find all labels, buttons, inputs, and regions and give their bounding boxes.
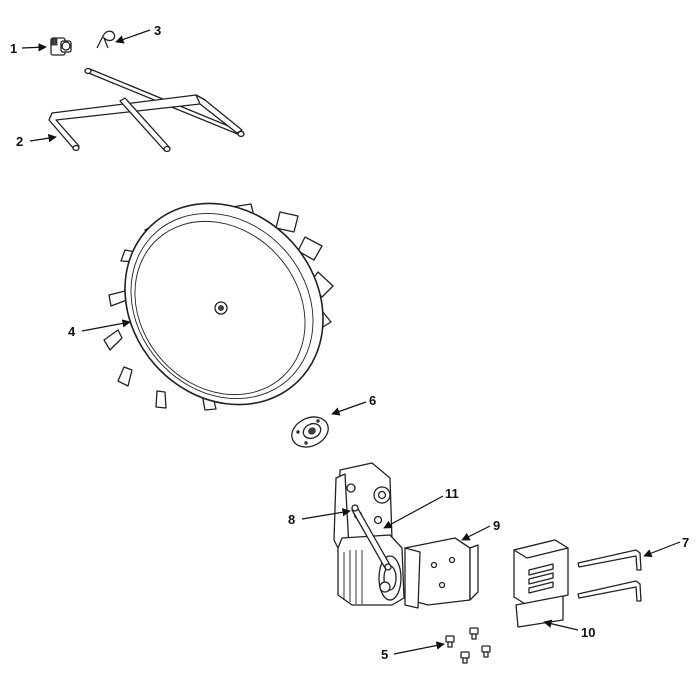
callout-8: 8 — [288, 512, 295, 527]
hex-keys — [577, 549, 642, 602]
callout-2: 2 — [16, 134, 23, 149]
leader-10 — [543, 619, 579, 631]
louvered-cover — [513, 539, 569, 628]
callout-leaders — [21, 29, 681, 655]
leader-3 — [115, 29, 151, 44]
hairpin-clip — [96, 30, 116, 49]
hub-flange — [291, 416, 329, 448]
callout-1: 1 — [10, 41, 17, 56]
leader-11 — [383, 495, 444, 529]
leader-1 — [21, 43, 47, 52]
leader-2 — [29, 133, 57, 143]
leader-9 — [461, 525, 491, 541]
callout-10: 10 — [581, 625, 595, 640]
callout-6: 6 — [369, 393, 376, 408]
leader-7 — [643, 541, 681, 558]
callout-11: 11 — [445, 486, 459, 501]
callout-3: 3 — [154, 23, 161, 38]
leader-5 — [393, 641, 445, 655]
leader-6 — [331, 401, 367, 416]
linkage-arm — [351, 504, 392, 571]
leader-4 — [81, 319, 131, 332]
callout-labels: 1 2 3 4 5 6 7 8 9 10 11 — [10, 23, 689, 662]
spiked-wheel — [103, 202, 334, 411]
clamp-fitting — [50, 37, 72, 56]
screws — [445, 627, 491, 664]
t-handle-rod — [48, 67, 245, 153]
mounting-bracket — [404, 537, 479, 609]
callout-4: 4 — [68, 324, 76, 339]
callout-7: 7 — [682, 535, 689, 550]
leader-8 — [301, 508, 351, 520]
gear-motor-assembly — [333, 462, 405, 606]
callout-9: 9 — [493, 518, 500, 533]
callout-5: 5 — [381, 647, 388, 662]
